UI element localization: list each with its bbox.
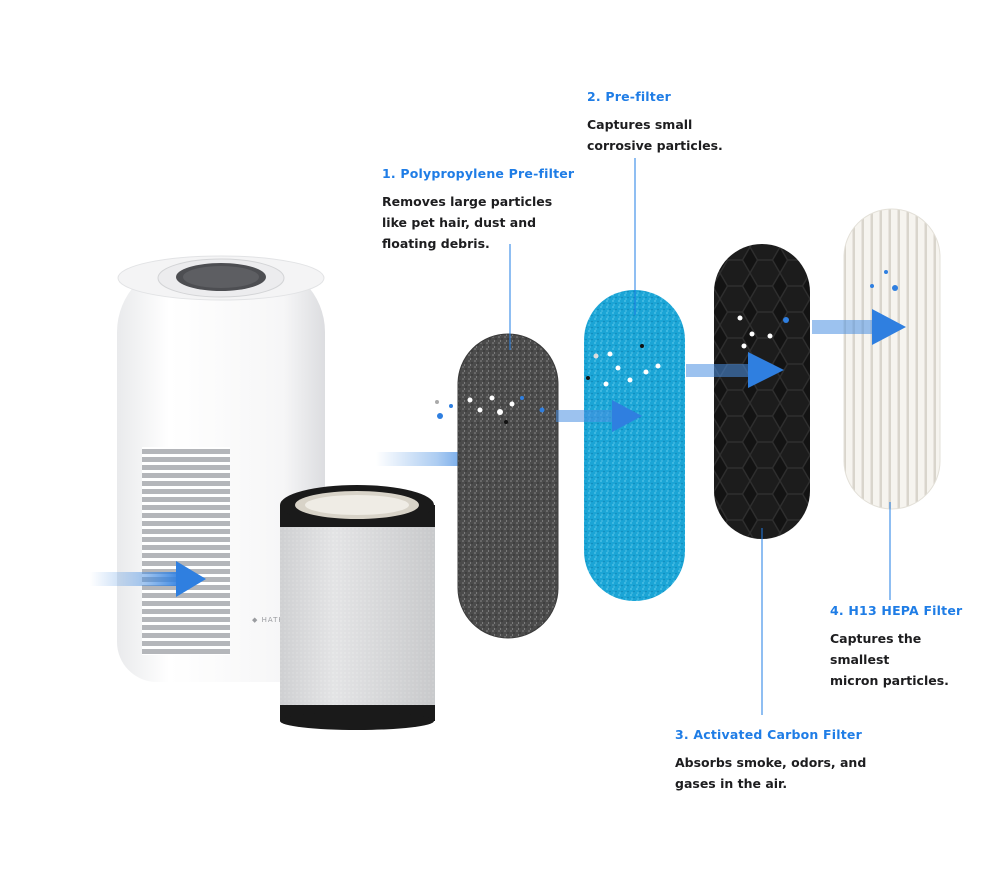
- filter-description: Absorbs smoke, odors, and gases in the a…: [675, 755, 867, 791]
- hepa-filter-panel: [843, 208, 941, 510]
- filter-label-carbon: 3. Activated Carbon Filter Absorbs smoke…: [675, 727, 866, 794]
- filter-description: Removes large particles like pet hair, d…: [382, 194, 553, 251]
- filter-label-polypropylene: 1. Polypropylene Pre-filter Removes larg…: [382, 166, 574, 254]
- air-flow-arrow-icon: [90, 561, 206, 597]
- filter-title: 3. Activated Carbon Filter: [675, 727, 862, 742]
- air-flow-arrow-icon: [556, 400, 642, 432]
- prefilter-panel: [584, 290, 685, 601]
- filter-title: 4. H13 HEPA Filter: [830, 603, 963, 618]
- air-flow-arrow-icon: [812, 309, 906, 345]
- filter-title: 1. Polypropylene Pre-filter: [382, 166, 575, 181]
- leader-lines: [509, 158, 891, 715]
- filter-label-hepa: 4. H13 HEPA Filter Captures the smallest…: [830, 603, 983, 691]
- air-intake-grille: [142, 447, 230, 655]
- filter-description: Captures small corrosive particles.: [587, 117, 723, 153]
- air-flow-arrow-icon: [686, 352, 784, 388]
- filter-title: 2. Pre-filter: [587, 89, 672, 104]
- filter-label-prefilter: 2. Pre-filter Captures small corrosive p…: [587, 89, 723, 156]
- carbon-filter-panel: [714, 244, 810, 539]
- brand-logo: ◆ HATHS: [252, 616, 290, 624]
- particles: [435, 270, 898, 424]
- cylindrical-filter-icon: [280, 485, 435, 730]
- filter-description: Captures the smallest micron particles.: [830, 631, 949, 688]
- polypropylene-prefilter-panel: [457, 333, 559, 639]
